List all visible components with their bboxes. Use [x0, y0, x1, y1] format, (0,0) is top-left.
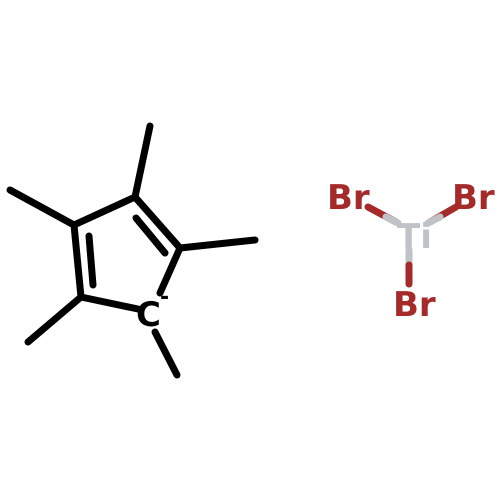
ring-bond-c5-c1: [70, 193, 139, 229]
titanium-tribromide: Br Br Ti Br: [327, 178, 495, 325]
carbanion-atom: C -: [136, 285, 169, 335]
methyl-groups: [6, 122, 259, 379]
ring-bond-c1-c2: [131, 193, 184, 252]
carbanion-charge: -: [160, 285, 169, 310]
ring-double-bond-inner-c1-c2: [132, 214, 169, 257]
ring-bond-c4-c5: [70, 221, 85, 301]
methyl-bond-top: [131, 122, 154, 201]
ti-br-bond-left-ti-half: [382, 213, 402, 227]
ring-double-bond-inner-c4-c5: [85, 232, 97, 289]
cyclopentadienyl-ring: [70, 193, 184, 313]
ring-bond-c2-c3: [156, 244, 184, 297]
methyl-bond-lower-left: [24, 293, 85, 346]
titanium-symbol: Ti: [397, 217, 432, 257]
bromine-right-symbol: Br: [452, 178, 495, 218]
methyl-bond-bottom: [151, 328, 181, 379]
bromine-left-symbol: Br: [327, 178, 370, 218]
bromine-bottom-symbol: Br: [393, 285, 436, 325]
carbanion-symbol: C: [136, 295, 161, 335]
methyl-bond-left: [6, 186, 78, 229]
methyl-bond-right: [176, 236, 259, 252]
ring-bond-c3-c4: [77, 293, 142, 313]
ti-br-bond-right-ti-half: [424, 213, 444, 227]
